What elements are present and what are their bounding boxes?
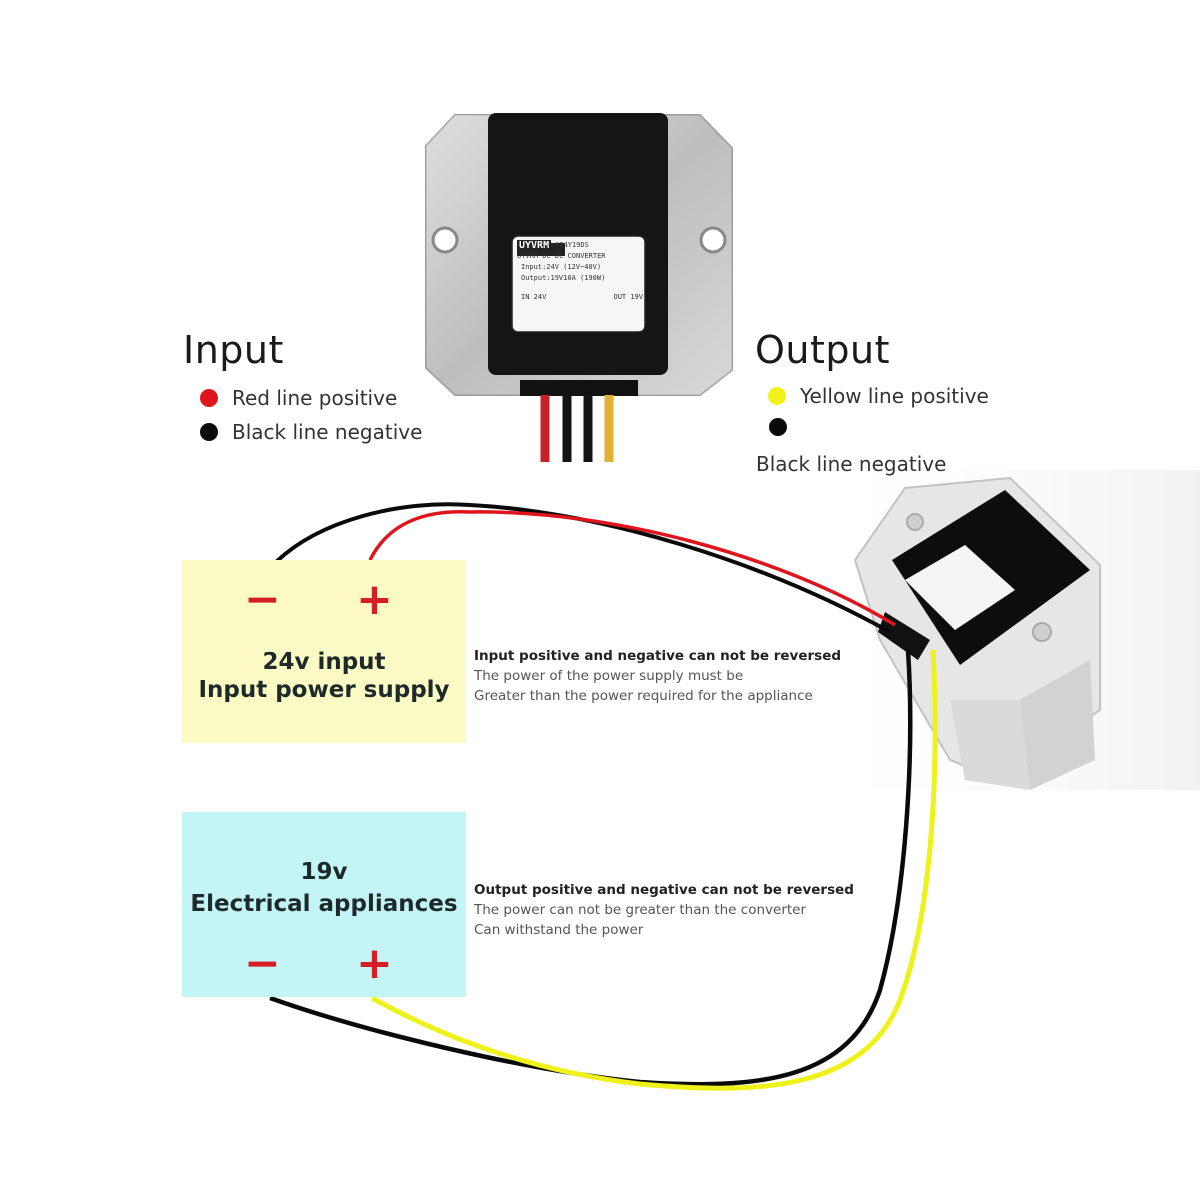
input-power-supply-box: − + 24v input Input power supply — [182, 560, 466, 743]
legend-label: Black line negative — [756, 452, 947, 476]
product-label — [511, 235, 646, 333]
legend-label: Red line positive — [232, 386, 398, 410]
legend-label: Black line negative — [232, 420, 423, 444]
input-note-heading: Input positive and negative can not be r… — [474, 648, 842, 664]
mount-hole-icon — [431, 226, 459, 254]
plus-icon: + — [356, 938, 393, 989]
mount-hole-icon — [699, 226, 727, 254]
product-subtitle: UYVRM DC-DC CONVERTER — [517, 252, 606, 260]
output-description: Electrical appliances — [190, 891, 458, 917]
product-label-text: UYVRM X24Y19DS UYVRM DC-DC CONVERTER Inp… — [517, 240, 647, 303]
minus-icon: − — [244, 574, 281, 625]
plus-icon: + — [356, 574, 393, 625]
output-yellow-wire — [370, 649, 938, 1091]
output-note: Output positive and negative can not be … — [474, 880, 854, 940]
output-heading: Output — [755, 328, 890, 372]
yellow-dot-icon — [768, 387, 786, 405]
output-black-wire — [269, 649, 913, 1087]
output-appliance-box: 19v Electrical appliances − + — [182, 812, 466, 997]
spec-input: Input:24V (12V~40V) — [521, 263, 602, 271]
pin-label-out: OUT 19V — [613, 293, 643, 301]
legend-item-red: Red line positive — [200, 386, 397, 410]
pin-label-in: IN 24V — [521, 293, 547, 301]
converter-top-view — [425, 113, 733, 462]
input-note-line: The power of the power supply must be — [474, 668, 744, 684]
converter-angled-view — [853, 476, 1101, 790]
input-black-wire — [274, 502, 891, 634]
output-note-line: The power can not be greater than the co… — [474, 902, 807, 918]
legend-label: Yellow line positive — [800, 384, 989, 408]
red-dot-icon — [200, 389, 218, 407]
model-number: X24Y19DS — [555, 241, 589, 249]
input-description: Input power supply — [198, 677, 450, 703]
black-dot-icon — [769, 418, 787, 436]
output-note-heading: Output positive and negative can not be … — [474, 882, 854, 898]
input-note: Input positive and negative can not be r… — [474, 646, 841, 706]
legend-item-black: Black line negative — [200, 420, 422, 444]
input-red-wire — [368, 510, 896, 627]
brand-name: UYVRM — [517, 240, 552, 251]
legend-item-black-output: Black line negative — [756, 452, 946, 476]
input-note-line: Greater than the power required for the … — [474, 688, 813, 704]
output-note-line: Can withstand the power — [474, 922, 644, 938]
output-voltage: 19v — [300, 859, 348, 885]
minus-icon: − — [244, 938, 281, 989]
black-dot-icon — [200, 423, 218, 441]
spec-output: Output:19V10A (190W) — [521, 274, 606, 282]
input-heading: Input — [183, 328, 284, 372]
legend-item-yellow: Yellow line positive — [768, 384, 989, 408]
input-voltage: 24v input — [262, 649, 386, 675]
